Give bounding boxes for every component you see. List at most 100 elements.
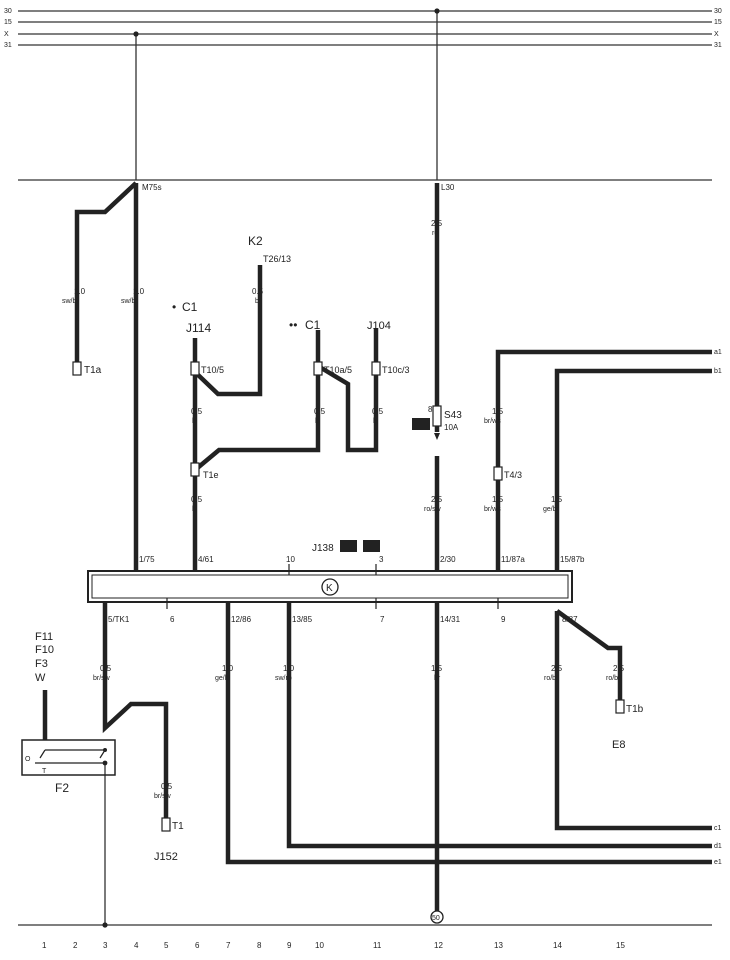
pin-ticks: [166, 564, 499, 609]
wire-size-label: 2.5: [431, 219, 443, 228]
switch-f2-housing: [21, 739, 116, 776]
rail-31-right-label: 31: [714, 42, 722, 49]
t10c3-label: T10c/3: [382, 365, 410, 375]
column-number: 13: [494, 941, 503, 950]
f2-pin-symbol: T: [42, 768, 47, 775]
t1a-label: T1a: [84, 365, 102, 376]
f11-label: F11: [35, 631, 53, 643]
column-number: 5: [164, 941, 169, 950]
column-number: 14: [553, 941, 562, 950]
rail-30-left-label: 30: [4, 8, 12, 15]
f2-switch-symbol: O: [25, 756, 31, 763]
wire-color-label: bl: [373, 418, 379, 425]
column-number: 3: [103, 941, 108, 950]
j152-label: J152: [154, 851, 178, 863]
column-number: 7: [226, 941, 231, 950]
rail-30-right-label: 30: [714, 8, 722, 15]
column-number: 11: [373, 941, 382, 950]
pin-bottom-12-86: 12/86: [231, 615, 252, 624]
pin-top-2-30: 2/30: [440, 555, 456, 564]
wire-color-label: ro: [432, 230, 438, 237]
c1-bullet: •: [172, 300, 176, 314]
wire-size-label: 2.5: [551, 664, 563, 673]
wire-color-label: ge/bl: [215, 675, 231, 682]
wire-color-label: ro/bl: [606, 675, 620, 682]
k-symbol-label: K: [326, 583, 333, 594]
junction-dot: [133, 31, 139, 37]
t10-5-label: T10/5: [201, 365, 224, 375]
rail-x-right-label: X: [714, 31, 719, 38]
edge-ref-c1: c1: [714, 825, 722, 832]
c1a-label: C1: [182, 300, 198, 314]
wire-color-label: sw/bl: [62, 298, 78, 305]
junction-dot: [102, 922, 108, 928]
column-numbers: 1 2 3 4 5 6 7 8 9 10 11 12 13 14 15: [42, 941, 625, 950]
wire-color-label: sw/ro: [275, 675, 292, 682]
pin-bottom-9: 9: [501, 615, 506, 624]
wire-color-label: br: [434, 675, 441, 682]
wire-color-label: bl: [315, 418, 321, 425]
wire-size-label: 1.0: [133, 287, 145, 296]
pin-top-10: 10: [286, 555, 295, 564]
j114-label: J114: [186, 321, 211, 335]
wire-size-label: 1.5: [492, 407, 504, 416]
wire-size-label: 0.5: [314, 407, 326, 416]
pin-top-1-75: 1/75: [139, 555, 155, 564]
wire-size-label: 1.0: [74, 287, 86, 296]
fuse-s43-symbol: [432, 405, 442, 427]
ground-label: 50: [432, 915, 440, 922]
pin-bottom-13-85: 13/85: [292, 615, 313, 624]
t10a5-label: T10a/5: [324, 365, 352, 375]
wire-size-label: 0.5: [161, 782, 173, 791]
pin-bottom-6: 6: [170, 615, 175, 624]
k-symbol-icon: [321, 578, 339, 596]
relay-block-icon: [412, 418, 430, 430]
pin-top-15-87b: 15/87b: [560, 555, 585, 564]
column-number: 12: [434, 941, 443, 950]
rail-feeds: [135, 11, 438, 180]
wire-color-label: ge/br: [543, 506, 560, 513]
column-number: 8: [257, 941, 262, 950]
wire-size-label: 0.5: [252, 287, 264, 296]
wire-color-label: bl: [192, 418, 198, 425]
column-number: 10: [315, 941, 324, 950]
wire-color-label: br/sw: [154, 793, 172, 800]
w-label: W: [35, 672, 46, 684]
connector-symbols: [72, 361, 625, 832]
wire-color-label: bl: [255, 298, 261, 305]
pin-bottom-8-87: 8/87: [562, 615, 578, 624]
column-number: 6: [195, 941, 200, 950]
wire-size-label: 0.5: [191, 407, 203, 416]
column-number: 9: [287, 941, 292, 950]
relay-block-icon: [363, 540, 380, 552]
wire-size-label: 0.5: [191, 495, 203, 504]
wire-labels: 1.0 sw/bl 1.0 sw/bl 0.5 bl 0.5 bl 0.5 bl…: [62, 219, 625, 800]
component-labels: T1a K2 T26/13 • C1 J114 •• C1 J104 T10/5…: [35, 234, 644, 863]
column-number: 15: [616, 941, 625, 950]
pin-top-3: 3: [379, 555, 384, 564]
power-rails: [18, 10, 712, 181]
control-module-inner: [91, 574, 569, 599]
column-number: 2: [73, 941, 78, 950]
wire-size-label: 1.0: [222, 664, 234, 673]
pin-bottom-5-tk1: 5/TK1: [108, 615, 130, 624]
j104-label: J104: [367, 320, 391, 332]
wire-size-label: 1.5: [551, 495, 563, 504]
rail-31-left-label: 31: [4, 42, 12, 49]
t1e-label: T1e: [203, 470, 219, 480]
l30-label: L30: [441, 183, 455, 192]
wire-size-label: 2.5: [613, 664, 625, 673]
wire-size-label: 0.5: [372, 407, 384, 416]
rail-x-left-label: X: [4, 31, 9, 38]
wire-color-label: ro/bl: [544, 675, 558, 682]
m75s-label: M75s: [142, 183, 162, 192]
c1b-label: C1: [305, 318, 321, 332]
junction-dot: [434, 8, 440, 14]
k2-label: K2: [248, 234, 263, 248]
column-number: 1: [42, 941, 47, 950]
wire-color-label: br/sw: [93, 675, 111, 682]
c1-bullet: ••: [289, 318, 297, 332]
wire-size-label: 2.5: [431, 495, 443, 504]
j138-label: J138: [312, 543, 334, 554]
